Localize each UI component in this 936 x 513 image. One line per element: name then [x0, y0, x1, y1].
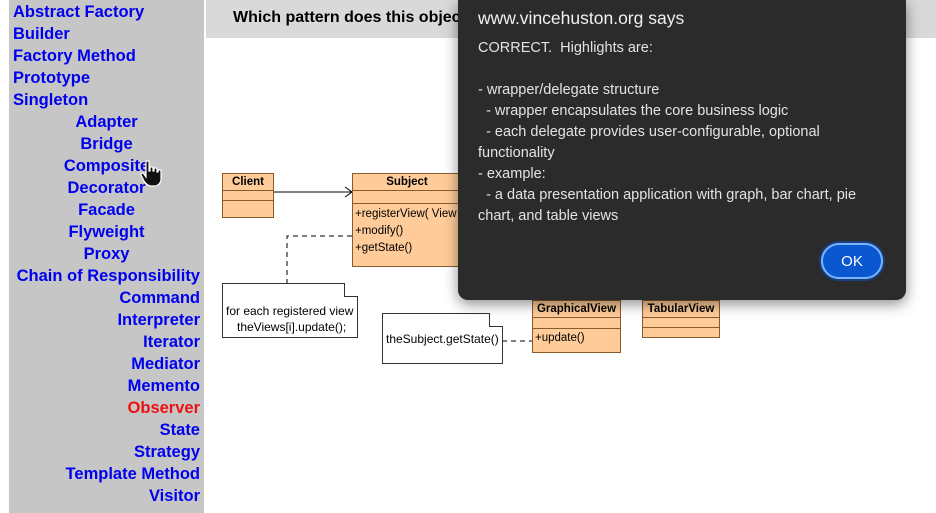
note-fold: [344, 283, 358, 297]
class-name: GraphicalView: [533, 301, 620, 318]
sidebar-link-prototype[interactable]: Prototype: [13, 69, 91, 87]
dialog-message: CORRECT. Highlights are: - wrapper/deleg…: [478, 40, 857, 224]
operation-modify: +modify(): [355, 225, 404, 237]
update-loop-note: for each registered view theViews[i].upd…: [222, 283, 358, 338]
sidebar-link-command[interactable]: Command: [119, 289, 200, 307]
sidebar-link-template-method[interactable]: Template Method: [65, 465, 200, 483]
sidebar-link-abstract-factory[interactable]: Abstract Factory: [13, 3, 145, 21]
note-line: theSubject.getState(): [386, 332, 499, 346]
tabular-view-class: TabularView: [642, 300, 720, 338]
class-name: Client: [223, 174, 273, 191]
sidebar-link-visitor[interactable]: Visitor: [148, 487, 200, 505]
sidebar-link-singleton[interactable]: Singleton: [13, 91, 89, 109]
operation-register-view: +registerView( View: [355, 208, 457, 220]
sidebar-link-composite[interactable]: Composite: [63, 157, 150, 175]
get-state-note: theSubject.getState(): [382, 313, 503, 364]
sidebar-link-chain-of-responsibility[interactable]: Chain of Responsibility: [16, 267, 200, 285]
sidebar-link-decorator[interactable]: Decorator: [67, 179, 146, 197]
note-line: theViews[i].update();: [237, 320, 347, 334]
sidebar-link-facade[interactable]: Facade: [78, 201, 135, 219]
subject-class: Subject +registerView( View +modify() +g…: [352, 173, 462, 267]
sidebar-link-state[interactable]: State: [159, 421, 200, 439]
sidebar-link-interpreter[interactable]: Interpreter: [117, 311, 200, 329]
client-class: Client: [222, 173, 274, 218]
class-name: TabularView: [643, 301, 719, 318]
note-fold: [489, 313, 503, 327]
operation-update: +update(): [535, 332, 585, 344]
sidebar-link-adapter[interactable]: Adapter: [75, 113, 138, 131]
sidebar-link-factory-method[interactable]: Factory Method: [13, 47, 136, 65]
sidebar-link-mediator[interactable]: Mediator: [131, 355, 200, 373]
graphical-view-class: GraphicalView +update(): [532, 300, 621, 353]
sidebar-link-bridge[interactable]: Bridge: [80, 135, 133, 153]
sidebar-link-flyweight[interactable]: Flyweight: [68, 223, 145, 241]
alert-dialog: www.vincehuston.org says CORRECT. Highli…: [458, 0, 906, 300]
uml-diagram: Client Subject +registerView( View +modi…: [206, 38, 936, 513]
dialog-title: www.vincehuston.org says: [478, 8, 685, 28]
sidebar-link-memento[interactable]: Memento: [127, 377, 200, 395]
sidebar-link-observer[interactable]: Observer: [127, 399, 200, 417]
sidebar-link-strategy[interactable]: Strategy: [133, 443, 200, 461]
ok-button[interactable]: OK: [821, 243, 883, 279]
note-line: for each registered view: [226, 304, 354, 318]
modify-note-link: [286, 235, 352, 283]
sidebar-link-proxy[interactable]: Proxy: [83, 245, 130, 263]
sidebar-link-builder[interactable]: Builder: [13, 25, 70, 43]
sidebar-link-iterator[interactable]: Iterator: [143, 333, 200, 351]
question-text: Which pattern does this objec: [233, 9, 461, 26]
operation-get-state: +getState(): [355, 242, 413, 254]
hand-pointer-icon: [140, 160, 162, 187]
class-name: Subject: [353, 174, 461, 191]
